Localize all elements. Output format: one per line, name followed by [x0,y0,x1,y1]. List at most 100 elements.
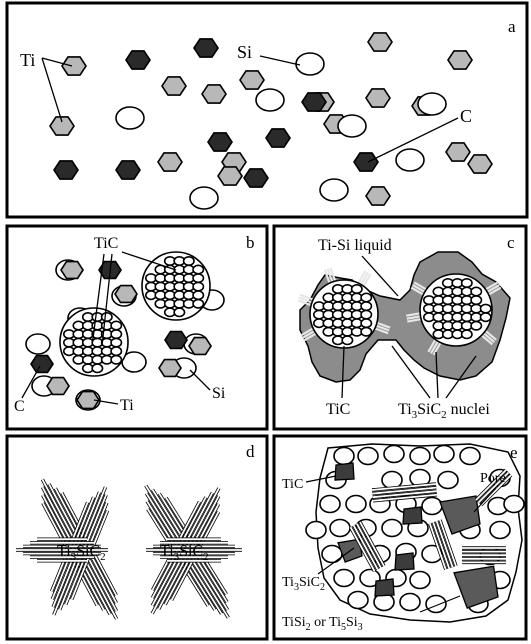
ti-particle [50,117,74,135]
tic-grain [471,322,481,330]
panel-e-label-tic: TiC [282,477,303,492]
panel-a-label-c: C [460,106,472,126]
tic-grain [193,282,203,290]
si-particle [504,496,524,513]
panel-c-label-liquid: Ti-Si liquid [318,237,392,254]
si-particle [296,53,324,75]
panel-e-label-pore: Pore [480,471,506,486]
tic-grain [193,265,203,273]
ti-particle [448,51,472,69]
si-particle [116,107,144,129]
si-particle [460,448,480,465]
tic-grain [342,336,352,344]
tic-grain [361,302,371,310]
tic-grain [111,321,121,329]
si-particle [334,448,354,465]
si-particle [320,496,340,513]
si-particle [334,570,354,587]
panel-c-label-tic: TiC [326,401,350,418]
panel-b-label-c: C [14,398,25,415]
panel-b-label-ti: Ti [120,397,134,414]
si-particle [422,498,442,515]
ti-particle [115,286,137,303]
si-particle [410,448,430,465]
tic-grain [403,507,422,524]
ti-particle [468,155,492,173]
si-particle [396,149,424,171]
c-particle [244,169,268,187]
tic-grain [395,553,414,570]
si-particle [490,522,510,539]
ti-particle [159,360,181,377]
si-particle [384,446,404,463]
tic-grain [361,310,371,318]
tic-grain [361,319,371,327]
si-particle [190,187,218,209]
panel-b-label-si: Si [212,385,226,402]
si-particle [418,93,446,115]
si-particle [330,520,350,537]
ti-particle [366,89,390,107]
si-particle [26,334,50,354]
panel-d: d Ti3SiC2 Ti3SiC2 [7,436,267,639]
ti-particle [47,378,69,395]
ti-particle [368,33,392,51]
si-particle [256,89,284,111]
c-particle [266,129,290,147]
panel-e: e TiC Pore Ti3SiC2 TiSi2 or Ti5Si3 [274,436,526,639]
tic-grain [361,293,371,301]
c-particle [208,133,232,151]
tic-grain [471,296,481,304]
c-particle [354,153,378,171]
tic-grain [102,313,112,321]
ti-particle [218,167,242,185]
si-particle [320,179,348,201]
tic-grain [481,304,491,312]
si-particle [306,522,326,539]
tic-grain [111,330,121,338]
si-particle [438,472,458,489]
tic-grain [481,313,491,321]
tic-grain [361,328,371,336]
ti-particle [446,143,470,161]
ti-particle [240,71,264,89]
tic-grain [471,287,481,295]
tic-grain [174,308,184,316]
panel-a: a Ti Si C [7,3,527,217]
panel-d-letter: d [246,442,255,461]
si-particle [348,592,368,609]
tic-grain [352,285,362,293]
tic-grain [462,279,472,287]
si-particle [410,572,430,589]
tic-grain [335,463,354,480]
si-particle [346,496,366,513]
ti-particle [366,187,390,205]
c-particle [116,161,140,179]
ti-particle [61,262,83,279]
c-particle [194,39,218,57]
ti-particle [62,57,86,75]
si-particle [426,596,446,613]
tic-grain [193,300,203,308]
tic-grain [193,291,203,299]
c-particle [302,93,326,111]
si-particle [400,594,420,611]
c-particle [54,161,78,179]
tic-grain [92,364,102,372]
si-particle [338,115,366,137]
si-particle [382,520,402,537]
tic-grain [193,274,203,282]
panel-c-letter: c [507,233,515,252]
panel-a-label-si: Si [237,42,252,62]
si-particle [322,546,342,563]
tic-grain [111,347,121,355]
tic-grain [111,356,121,364]
tic-grain [184,257,194,265]
si-particle [434,446,454,463]
c-particle [31,356,53,373]
panel-b-label-tic: TiC [94,235,118,252]
ti-particle [202,85,226,103]
ti-particle [158,153,182,171]
si-particle [358,448,378,465]
